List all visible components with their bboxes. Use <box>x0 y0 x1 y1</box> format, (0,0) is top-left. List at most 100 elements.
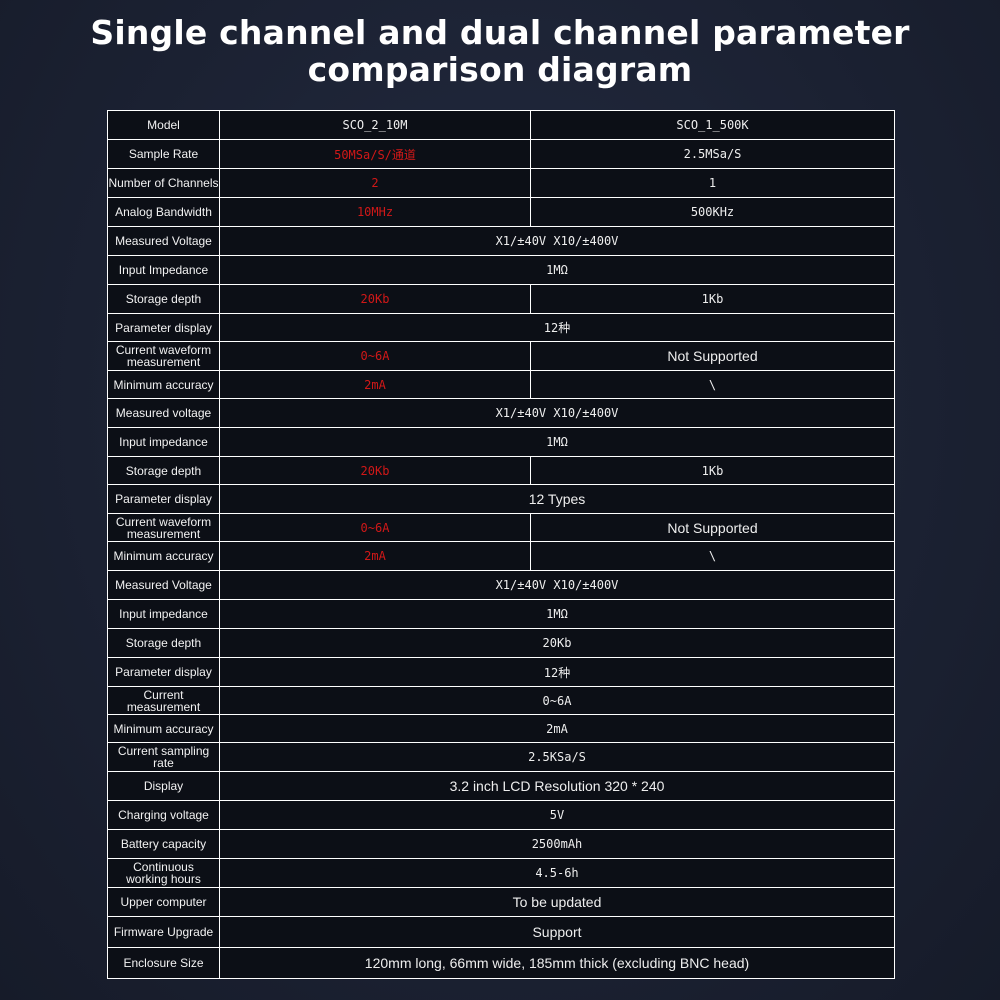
row-label: Storage depth <box>107 628 220 658</box>
row-label-text: Firmware Upgrade <box>113 925 214 939</box>
row-label-text: Measured voltage <box>115 406 212 420</box>
table-row: Firmware Upgrade Support <box>107 916 895 948</box>
row-label-text: Display <box>143 779 184 793</box>
row-label-text: Battery capacity <box>120 837 207 851</box>
row-label: Input impedance <box>107 427 220 457</box>
shared-value-cell: 3.2 inch LCD Resolution 320 * 240 <box>219 771 895 801</box>
table-row: Display 3.2 inch LCD Resolution 320 * 240 <box>107 771 895 801</box>
row-label-text: Input impedance <box>119 607 208 621</box>
row-label-text: Input Impedance <box>118 263 209 277</box>
shared-value-cell: 1MΩ <box>219 599 895 629</box>
row-label: Parameter display <box>107 657 220 687</box>
row-label-text: Parameter display <box>115 665 212 679</box>
row-label-text: Measured Voltage <box>115 578 212 592</box>
row-label-text: Current <box>143 687 184 702</box>
row-label-text: Model <box>147 118 180 132</box>
row-label-text: working hours <box>126 872 201 886</box>
single-channel-value-cell: 1Kb <box>530 456 895 485</box>
row-label: Input Impedance <box>107 255 220 285</box>
single-channel-value-cell: Not Supported <box>530 341 895 371</box>
row-label-text: Parameter display <box>115 492 212 506</box>
row-label: Minimum accuracy <box>107 370 220 399</box>
row-label: Firmware Upgrade <box>107 916 220 948</box>
shared-value-cell: X1/±40V X10/±400V <box>219 398 895 428</box>
row-label: Minimum accuracy <box>107 541 220 571</box>
row-label: Model <box>107 110 220 140</box>
single-channel-value-cell: \ <box>530 370 895 399</box>
shared-value-cell: 2500mAh <box>219 829 895 859</box>
page-title-line-1: Single channel and dual channel paramete… <box>90 13 910 52</box>
dual-channel-value-cell: 20Kb <box>219 284 531 314</box>
row-label-text: Measured Voltage <box>115 234 212 248</box>
shared-value-cell: 2.5KSa/S <box>219 742 895 772</box>
shared-value-cell: 1MΩ <box>219 255 895 285</box>
single-channel-value-cell: 1Kb <box>530 284 895 314</box>
row-label: Number of Channels <box>107 168 220 198</box>
shared-value-cell: X1/±40V X10/±400V <box>219 570 895 600</box>
shared-value-cell: 12种 <box>219 313 895 342</box>
shared-value-cell: X1/±40V X10/±400V <box>219 226 895 256</box>
table-row: Storage depth 20Kb <box>107 628 895 658</box>
row-label-text: measurement <box>126 526 201 541</box>
row-label: Measured Voltage <box>107 570 220 600</box>
shared-value-cell: Support <box>219 916 895 948</box>
dual-channel-value-cell: SCO_2_10M <box>219 110 531 140</box>
row-label-text: Current sampling <box>117 744 210 758</box>
row-label-text: Number of Channels <box>108 176 219 190</box>
table-row: Input Impedance 1MΩ <box>107 255 895 285</box>
dual-channel-value-cell: 50MSa/S/通道 <box>219 139 531 169</box>
page-title: Single channel and dual channel paramete… <box>0 14 1000 88</box>
dual-channel-value-cell: 10MHz <box>219 197 531 227</box>
row-label-text: measurement <box>126 699 201 714</box>
shared-value-cell: 0~6A <box>219 686 895 715</box>
single-channel-value-cell: SCO_1_500K <box>530 110 895 140</box>
single-channel-value-cell: Not Supported <box>530 513 895 542</box>
dual-channel-value-cell: 2 <box>219 168 531 198</box>
single-channel-value-cell: 1 <box>530 168 895 198</box>
row-label: Measured voltage <box>107 398 220 428</box>
row-label: Enclosure Size <box>107 947 220 979</box>
row-label-text: Storage depth <box>125 463 202 478</box>
table-row: Measured Voltage X1/±40V X10/±400V <box>107 570 895 600</box>
row-label-text: Minimum accuracy <box>113 377 214 392</box>
row-label: Analog Bandwidth <box>107 197 220 227</box>
row-label-text: Upper computer <box>120 895 207 909</box>
single-channel-value-cell: \ <box>530 541 895 571</box>
dual-channel-value-cell: 20Kb <box>219 456 531 485</box>
row-label-text: Storage depth <box>125 292 202 306</box>
row-label: Storage depth <box>107 284 220 314</box>
page-title-line-2: comparison diagram <box>307 50 693 89</box>
row-label: Measured Voltage <box>107 226 220 256</box>
shared-value-cell: 20Kb <box>219 628 895 658</box>
row-label: Parameter display <box>107 313 220 342</box>
row-label-text: Minimum accuracy <box>113 549 214 563</box>
row-label: Storage depth <box>107 456 220 485</box>
row-label-text: Storage depth <box>125 636 202 650</box>
dual-channel-value-cell: 0~6A <box>219 513 531 542</box>
table-row: Input impedance 1MΩ <box>107 599 895 629</box>
row-label: Input impedance <box>107 599 220 629</box>
dual-channel-value-cell: 0~6A <box>219 341 531 371</box>
dual-channel-value-cell: 2mA <box>219 541 531 571</box>
single-channel-value-cell: 500KHz <box>530 197 895 227</box>
table-row: Measured voltage X1/±40V X10/±400V <box>107 398 895 428</box>
row-label-text: Input impedance <box>119 435 208 449</box>
